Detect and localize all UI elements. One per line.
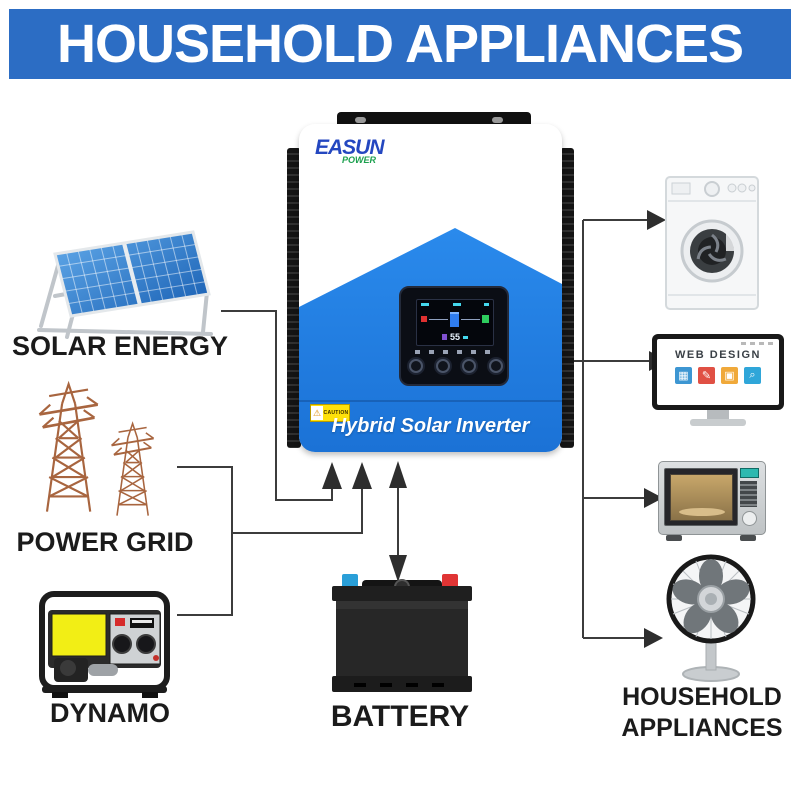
microwave-plate xyxy=(679,508,725,516)
app-tiles: ▦ ✎ ▣ ⌕ xyxy=(657,367,779,384)
appliances-label-line2: APPLIANCES xyxy=(621,714,783,742)
microwave-icon xyxy=(658,461,766,541)
heatsink-right xyxy=(560,148,574,448)
microwave-foot xyxy=(666,535,682,541)
microwave-control-panel xyxy=(740,468,759,526)
web-design-title: WEB DESIGN xyxy=(675,349,761,361)
fan-hub-center xyxy=(705,593,717,605)
screw-hole xyxy=(492,117,503,123)
caution-text: CAUTION xyxy=(323,410,349,416)
load-icon xyxy=(484,303,489,306)
dynamo-icon xyxy=(39,591,170,698)
arrow-up-icon xyxy=(352,462,372,489)
monitor-neck xyxy=(707,410,729,419)
lcd-battery-value: 55 xyxy=(449,332,460,342)
appliances-label-line1: HOUSEHOLD xyxy=(622,683,782,711)
battery-body-highlight xyxy=(336,601,468,609)
pen-tile-icon: ✎ xyxy=(698,367,715,384)
small-tower xyxy=(110,422,155,517)
generator-engine xyxy=(54,658,118,682)
microwave-foot xyxy=(740,535,756,541)
up-button xyxy=(435,359,450,373)
lcd-buttons xyxy=(409,359,503,373)
battery-icon xyxy=(450,311,459,327)
screw-hole xyxy=(355,117,366,123)
web-design-monitor: WEB DESIGN ▦ ✎ ▣ ⌕ xyxy=(650,334,788,432)
washer-button xyxy=(727,183,737,193)
esc-button xyxy=(409,359,423,373)
washing-machine-icon xyxy=(665,176,759,310)
washer-button xyxy=(737,183,747,193)
generator-control-panel xyxy=(109,613,161,665)
heatsink-left xyxy=(287,148,301,448)
battery-icon xyxy=(332,574,472,692)
battery-lid xyxy=(332,586,472,601)
dynamo-label: DYNAMO xyxy=(50,698,170,728)
detergent-drawer xyxy=(671,182,691,195)
drum-fins xyxy=(696,233,727,262)
caution-label: ⚠ CAUTION xyxy=(310,404,350,422)
banner-title: HOUSEHOLD APPLIANCES xyxy=(56,14,744,74)
ac-input-wire xyxy=(232,489,363,534)
enter-button xyxy=(488,359,503,373)
top-banner: HOUSEHOLD APPLIANCES xyxy=(9,9,791,79)
generator-rail xyxy=(42,686,167,693)
lcd-button-labels xyxy=(415,350,495,354)
output-icon xyxy=(482,315,489,323)
brand-logo: EASUN POWER xyxy=(315,136,385,165)
lcd-panel: 55 xyxy=(399,286,509,386)
battery-base xyxy=(332,676,472,692)
fault-icon xyxy=(421,316,427,322)
washer-knob xyxy=(704,181,720,197)
monitor-bezel: WEB DESIGN ▦ ✎ ▣ ⌕ xyxy=(652,334,784,410)
flow-line xyxy=(429,318,448,320)
household-appliances-label: HOUSEHOLD APPLIANCES xyxy=(616,682,788,744)
down-button xyxy=(462,359,477,373)
battery-label: BATTERY xyxy=(330,700,470,733)
warning-icon: ⚠ xyxy=(311,406,323,420)
pv-icon xyxy=(421,303,429,306)
large-tower xyxy=(38,382,100,513)
arrow-up-icon xyxy=(322,462,342,489)
panel-seam xyxy=(299,400,562,402)
search-tile-icon: ⌕ xyxy=(744,367,761,384)
monitor-screen: WEB DESIGN ▦ ✎ ▣ ⌕ xyxy=(657,339,779,405)
menu-dots-icon xyxy=(741,342,775,345)
product-label: Hybrid Solar Inverter xyxy=(331,415,530,437)
brand-subname: POWER xyxy=(342,155,377,165)
generator-foot xyxy=(52,692,68,698)
base-notches xyxy=(354,683,444,687)
battery-body xyxy=(336,601,468,678)
grid-tile-icon: ▦ xyxy=(675,367,692,384)
washer-button xyxy=(748,184,756,192)
generator-yellow-panel xyxy=(51,613,107,657)
microwave-keys xyxy=(740,481,757,507)
output-trunk-wire xyxy=(574,220,584,638)
brand-name: EASUN xyxy=(315,136,385,159)
sun-icon xyxy=(463,335,468,339)
monitor-base xyxy=(690,419,746,426)
fan-icon xyxy=(666,554,756,682)
microwave-display xyxy=(740,468,759,478)
panel-face xyxy=(55,231,210,317)
inverter-unit: EASUN POWER 55 xyxy=(299,124,562,452)
layout-tile-icon: ▣ xyxy=(721,367,738,384)
microwave-door xyxy=(664,468,738,526)
microwave-window xyxy=(670,474,733,521)
flow-line xyxy=(461,318,480,320)
power-grid-icon xyxy=(38,382,155,517)
generator-foot xyxy=(142,692,158,698)
charge-icon xyxy=(441,334,447,340)
lcd-screen: 55 xyxy=(416,299,494,346)
arrow-up-icon xyxy=(389,461,407,488)
power-grid-label: POWER GRID xyxy=(16,527,194,557)
solar-energy-label: SOLAR ENERGY xyxy=(11,331,229,361)
door-reflection xyxy=(726,233,735,251)
microwave-knob xyxy=(742,511,757,526)
grid-icon xyxy=(452,303,461,306)
solar-panel-icon xyxy=(25,218,230,343)
